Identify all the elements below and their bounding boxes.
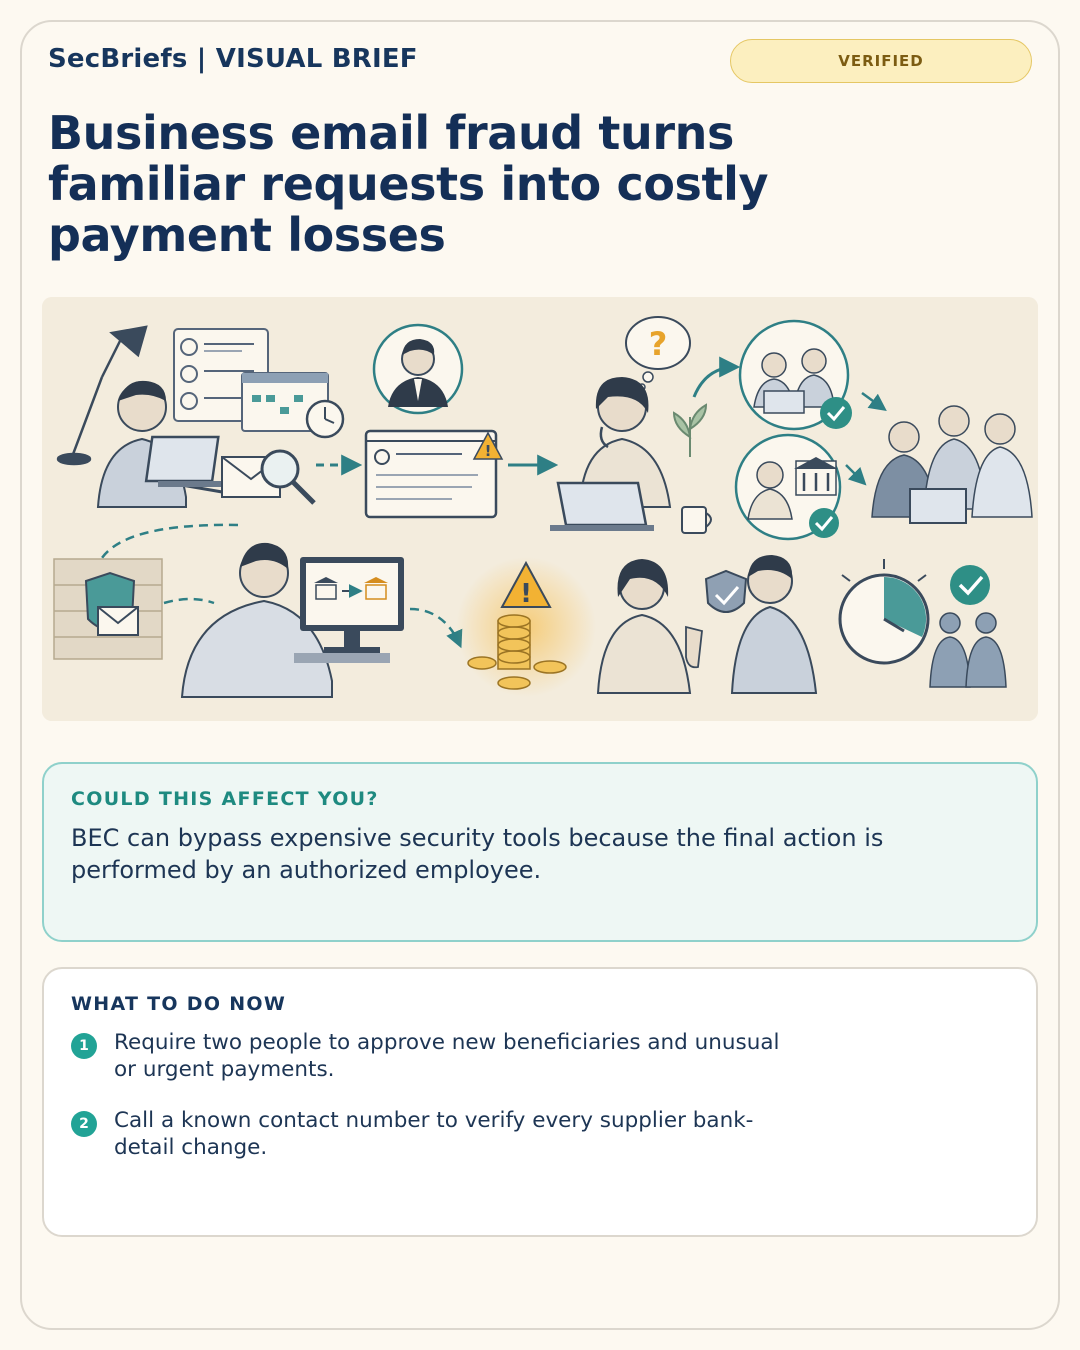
check-icon <box>950 565 990 605</box>
svg-text:!: ! <box>485 442 492 460</box>
step-number: 2 <box>71 1111 97 1137</box>
magnifier-icon <box>260 449 316 505</box>
executive-avatar-icon <box>372 323 464 415</box>
shield-email-icon <box>53 558 163 660</box>
check-icon <box>809 508 839 538</box>
coins-icon <box>467 614 567 690</box>
svg-text:!: ! <box>520 579 532 609</box>
bank-icon <box>794 457 838 496</box>
affect-callout: COULD THIS AFFECT YOU? BEC can bypass ex… <box>42 762 1038 942</box>
affect-heading: COULD THIS AFFECT YOU? <box>71 788 379 810</box>
verification-meeting <box>738 319 850 431</box>
stop-hand-icon <box>685 625 703 669</box>
step-number: 1 <box>71 1033 97 1059</box>
brand-title: SecBriefs | VISUAL BRIEF <box>48 44 418 74</box>
affect-body: BEC can bypass expensive security tools … <box>71 824 884 884</box>
hero-illustration: ! ? <box>42 297 1038 721</box>
employee-at-laptop <box>96 380 238 508</box>
step-text: Require two people to approve new benefi… <box>114 1030 780 1082</box>
verified-badge: VERIFIED <box>730 39 1032 83</box>
plant-icon <box>672 403 708 457</box>
desk-lamp-icon <box>56 325 148 466</box>
todo-panel: WHAT TO DO NOW 1 Require two people to a… <box>42 967 1038 1237</box>
team-review <box>871 405 1033 524</box>
clock-icon <box>305 399 345 439</box>
svg-text:?: ? <box>649 325 668 363</box>
fake-email-window <box>364 429 498 519</box>
check-icon <box>820 397 852 429</box>
warning-icon: ! <box>472 431 504 460</box>
mug-icon <box>681 506 712 534</box>
todo-heading: WHAT TO DO NOW <box>71 993 287 1015</box>
cautious-colleagues <box>596 555 818 694</box>
warning-icon: ! <box>500 560 552 609</box>
step-text: Call a known contact number to verify ev… <box>114 1108 754 1160</box>
page-title: Business email fraud turns familiar requ… <box>48 106 769 262</box>
shield-check-icon <box>704 569 748 613</box>
employee-at-computer <box>180 542 333 698</box>
laptop-icon <box>550 481 654 531</box>
bank-transfer-screen <box>294 557 404 663</box>
timer-clock-icon <box>838 559 930 665</box>
people-icon <box>929 612 1007 688</box>
